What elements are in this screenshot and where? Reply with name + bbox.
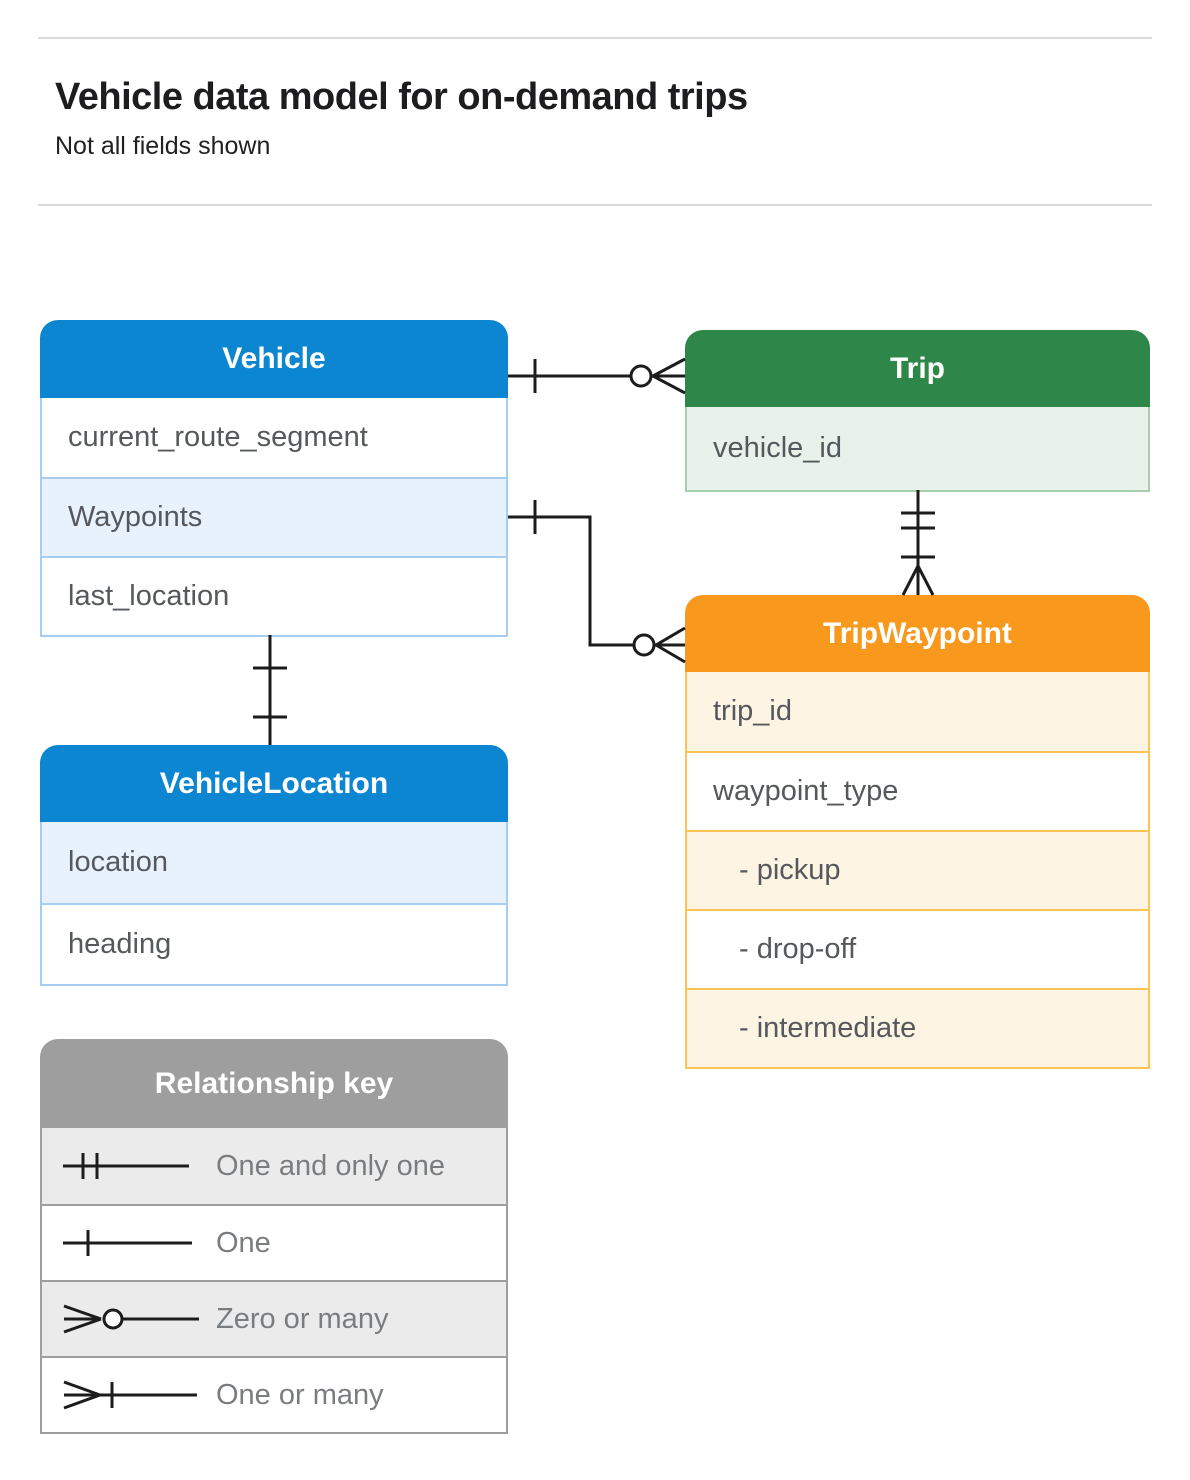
page-title: Vehicle data model for on-demand trips xyxy=(55,76,748,118)
entity-trip-waypoint-title: TripWaypoint xyxy=(685,595,1150,672)
key-label: One xyxy=(216,1226,271,1259)
field-waypoint-type-intermediate: - intermediate xyxy=(687,988,1148,1067)
entity-vehicle-title: Vehicle xyxy=(40,320,508,398)
one-or-many-icon xyxy=(63,1380,197,1410)
key-label: Zero or many xyxy=(216,1302,389,1335)
one-and-only-one-icon xyxy=(63,1153,189,1179)
entity-trip-waypoint-fields: trip_id waypoint_type - pickup - drop-of… xyxy=(685,672,1150,1069)
entity-trip-fields: vehicle_id xyxy=(685,407,1150,492)
key-row-zero-or-many: Zero or many xyxy=(42,1280,506,1356)
entity-vehicle-location-fields: location heading xyxy=(40,822,508,986)
key-label: One or many xyxy=(216,1378,384,1411)
entity-vehicle-location: VehicleLocation location heading xyxy=(40,745,508,986)
trip-tripwaypoint-connector xyxy=(901,490,935,596)
field-last-location: last_location xyxy=(42,556,506,635)
key-row-one-or-many: One or many xyxy=(42,1356,506,1432)
field-location: location xyxy=(42,822,506,903)
relationship-key: Relationship key One and only one One xyxy=(40,1039,508,1434)
waypoints-tripwaypoint-connector xyxy=(508,500,686,664)
one-icon xyxy=(63,1230,192,1256)
vehicle-vehiclelocation-connector xyxy=(253,635,287,745)
entity-vehicle-fields: current_route_segment Waypoints last_loc… xyxy=(40,398,508,637)
field-heading: heading xyxy=(42,903,506,984)
page-subtitle: Not all fields shown xyxy=(55,132,271,160)
field-waypoint-type-drop-off: - drop-off xyxy=(687,909,1148,988)
key-row-one-and-only-one: One and only one xyxy=(42,1128,506,1204)
entity-trip-waypoint: TripWaypoint trip_id waypoint_type - pic… xyxy=(685,595,1150,1069)
field-trip-id: trip_id xyxy=(687,672,1148,751)
entity-vehicle-location-title: VehicleLocation xyxy=(40,745,508,822)
key-label: One and only one xyxy=(216,1149,445,1182)
field-waypoints: Waypoints xyxy=(42,477,506,556)
entity-vehicle: Vehicle current_route_segment Waypoints … xyxy=(40,320,508,637)
entity-trip: Trip vehicle_id xyxy=(685,330,1150,492)
top-divider xyxy=(38,37,1152,39)
field-current-route-segment: current_route_segment xyxy=(42,398,506,477)
relationship-key-title: Relationship key xyxy=(40,1039,508,1128)
zero-or-many-icon xyxy=(63,1304,199,1334)
key-row-one: One xyxy=(42,1204,506,1280)
header-divider xyxy=(38,204,1152,206)
entity-trip-title: Trip xyxy=(685,330,1150,407)
relationship-key-rows: One and only one One Zero or many xyxy=(40,1128,508,1434)
field-waypoint-type: waypoint_type xyxy=(687,751,1148,830)
vehicle-trip-connector xyxy=(508,357,686,395)
field-waypoint-type-pickup: - pickup xyxy=(687,830,1148,909)
field-vehicle-id: vehicle_id xyxy=(687,407,1148,490)
